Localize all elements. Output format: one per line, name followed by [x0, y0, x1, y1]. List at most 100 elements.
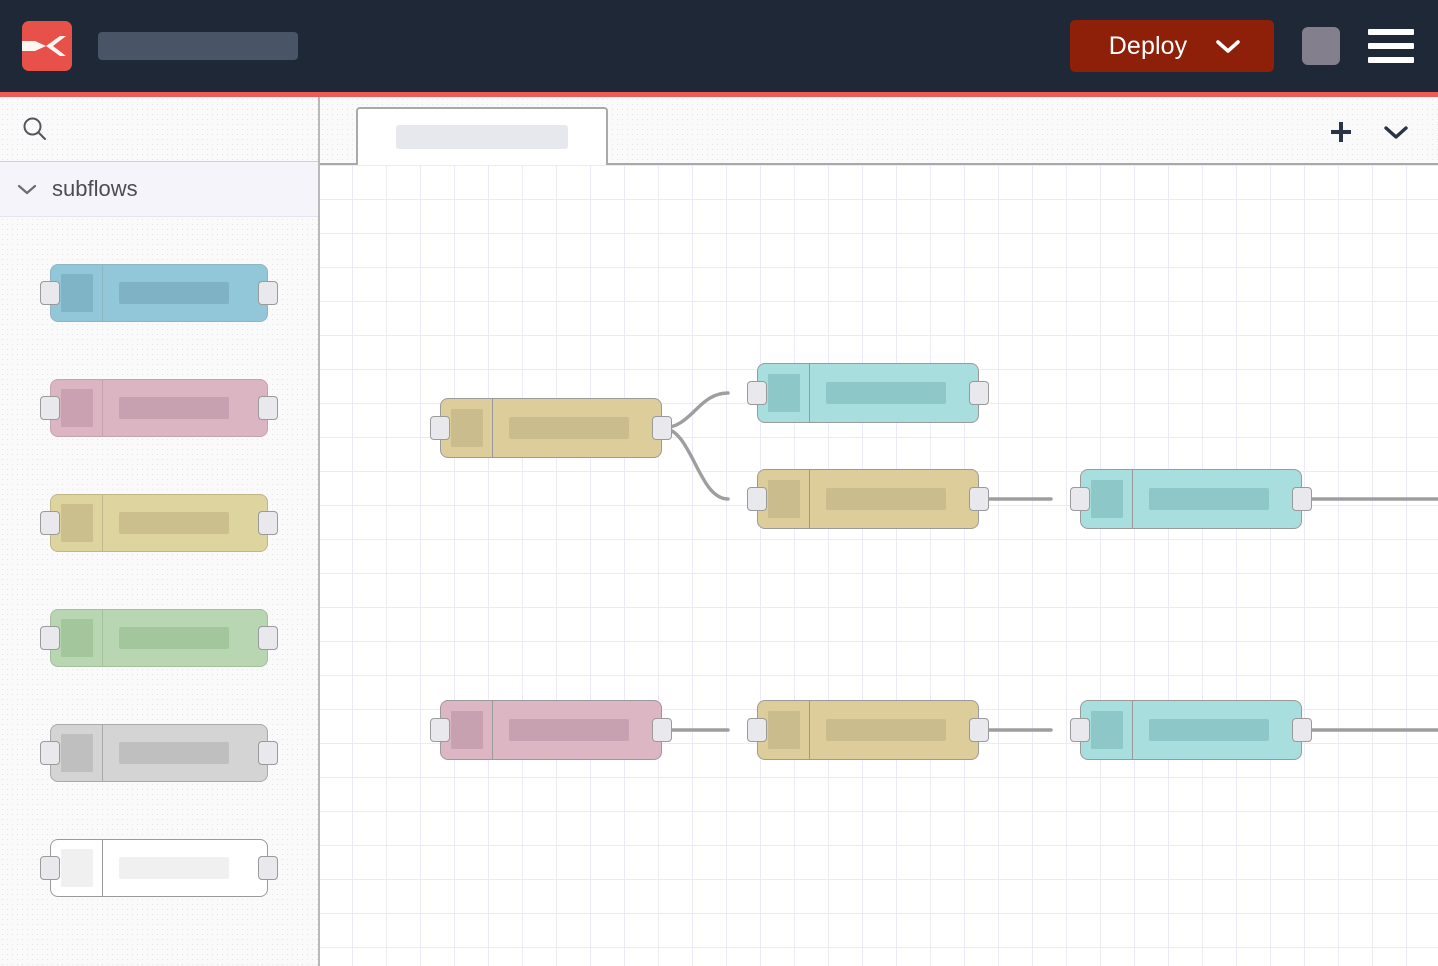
palette-node-1[interactable]	[40, 263, 278, 322]
node-label	[1133, 470, 1301, 528]
node-label	[103, 725, 267, 781]
palette-row	[0, 350, 318, 465]
node-label-placeholder	[119, 741, 229, 764]
node-label	[103, 840, 267, 896]
node-output-port[interactable]	[258, 280, 278, 305]
flow-node-top-a[interactable]	[747, 363, 989, 423]
node-input-port[interactable]	[747, 487, 767, 511]
node-output-port[interactable]	[652, 718, 672, 742]
flow-node-bot-b[interactable]	[747, 700, 989, 760]
header-search-field[interactable]	[98, 32, 298, 60]
palette-group-label: subflows	[52, 176, 138, 201]
flow-node-top-b[interactable]	[747, 469, 989, 529]
flow-node-layer	[320, 165, 1438, 966]
node-icon	[758, 701, 810, 759]
node-label-placeholder	[826, 719, 946, 741]
node-label	[103, 495, 267, 551]
node-label-placeholder	[119, 511, 229, 534]
node-icon	[51, 839, 103, 896]
node-icon	[51, 264, 103, 321]
palette-node-list	[0, 217, 318, 925]
node-output-port[interactable]	[969, 718, 989, 742]
node-icon	[51, 379, 103, 436]
chevron-down-icon[interactable]	[16, 182, 38, 196]
node-icon-glyph	[767, 374, 800, 412]
node-input-port[interactable]	[430, 718, 450, 742]
node-input-port[interactable]	[40, 510, 60, 535]
palette-row	[0, 810, 318, 925]
palette-search-row	[0, 97, 318, 162]
hamburger-menu-icon[interactable]	[1368, 29, 1414, 63]
node-icon-glyph	[1090, 711, 1123, 749]
node-output-port[interactable]	[969, 381, 989, 405]
palette-node-3[interactable]	[40, 493, 278, 552]
node-icon	[1081, 701, 1133, 759]
node-input-port[interactable]	[430, 416, 450, 440]
node-input-port[interactable]	[1070, 718, 1090, 742]
flow-canvas-area	[320, 97, 1438, 966]
node-output-port[interactable]	[652, 416, 672, 440]
node-output-port[interactable]	[1292, 718, 1312, 742]
flow-node-bot-a[interactable]	[430, 700, 672, 760]
flow-node-bot-c[interactable]	[1070, 700, 1312, 760]
palette-node-5[interactable]	[40, 723, 278, 782]
node-icon-glyph	[450, 711, 483, 749]
node-input-port[interactable]	[40, 740, 60, 765]
node-label-placeholder	[509, 719, 629, 741]
deploy-button[interactable]: Deploy	[1070, 20, 1274, 72]
plus-icon[interactable]	[1326, 117, 1356, 147]
flow-grid[interactable]	[320, 165, 1438, 966]
app-header: Deploy	[0, 0, 1438, 92]
node-output-port[interactable]	[258, 510, 278, 535]
palette-row	[0, 235, 318, 350]
node-icon	[441, 399, 493, 457]
palette-row	[0, 580, 318, 695]
node-label	[103, 265, 267, 321]
chevron-down-icon[interactable]	[1215, 38, 1241, 54]
node-output-port[interactable]	[1292, 487, 1312, 511]
node-icon	[51, 609, 103, 666]
node-input-port[interactable]	[747, 381, 767, 405]
node-label-placeholder	[119, 281, 229, 304]
node-label-placeholder	[1149, 719, 1269, 741]
search-icon[interactable]	[20, 114, 50, 144]
flow-tab-label	[396, 125, 568, 149]
node-label-placeholder	[826, 488, 946, 510]
node-label-placeholder	[509, 417, 629, 439]
node-output-port[interactable]	[258, 625, 278, 650]
node-input-port[interactable]	[40, 625, 60, 650]
node-icon	[758, 364, 810, 422]
node-label	[810, 470, 978, 528]
node-icon	[1081, 470, 1133, 528]
flow-node-trigger[interactable]	[430, 398, 672, 458]
node-label-placeholder	[119, 856, 229, 879]
node-input-port[interactable]	[40, 280, 60, 305]
node-red-logo-icon[interactable]	[22, 21, 72, 71]
node-input-port[interactable]	[1070, 487, 1090, 511]
node-output-port[interactable]	[258, 855, 278, 880]
node-label-placeholder	[119, 396, 229, 419]
node-input-port[interactable]	[40, 395, 60, 420]
node-icon	[441, 701, 493, 759]
node-icon-glyph	[60, 503, 93, 542]
node-label	[493, 701, 661, 759]
palette-node-6[interactable]	[40, 838, 278, 897]
user-avatar[interactable]	[1302, 27, 1340, 65]
palette-row	[0, 695, 318, 810]
node-label	[103, 610, 267, 666]
palette-row	[0, 465, 318, 580]
flow-node-top-c[interactable]	[1070, 469, 1312, 529]
node-output-port[interactable]	[969, 487, 989, 511]
node-input-port[interactable]	[747, 718, 767, 742]
node-icon-glyph	[60, 388, 93, 427]
node-input-port[interactable]	[40, 855, 60, 880]
palette-node-4[interactable]	[40, 608, 278, 667]
node-output-port[interactable]	[258, 395, 278, 420]
flow-tab-actions	[1326, 117, 1438, 163]
editor-body: subflows	[0, 97, 1438, 966]
palette-group-subflows[interactable]: subflows	[0, 162, 318, 217]
flow-tab-active[interactable]	[356, 107, 608, 165]
palette-node-2[interactable]	[40, 378, 278, 437]
node-output-port[interactable]	[258, 740, 278, 765]
chevron-down-icon[interactable]	[1382, 123, 1410, 141]
